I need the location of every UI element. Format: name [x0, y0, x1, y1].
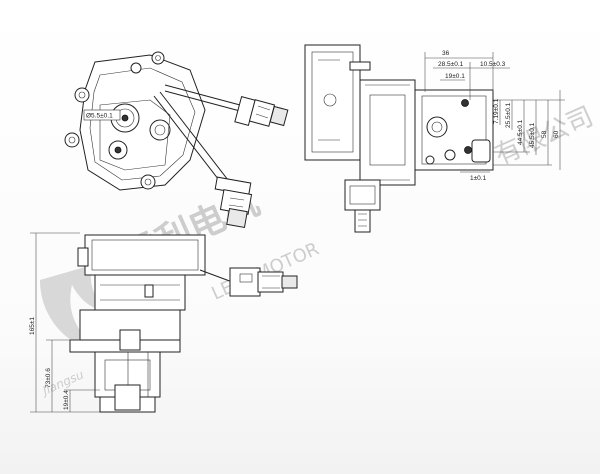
- dim-right-h1: 7.19±0.1: [493, 98, 500, 124]
- top-view: Ø5.5±0.1: [64, 51, 289, 229]
- dim-right-h2: 25.5±0.1: [505, 102, 512, 128]
- dim-side-total: 165±1: [29, 317, 36, 335]
- top-view-dia-label: Ø5.5±0.1: [86, 113, 113, 120]
- dim-right-w3: 19±0.1: [445, 73, 465, 80]
- right-view: 36 28.5±0.1 10.5±0.3 19±0.1 7.19±0.1 25.…: [304, 44, 565, 233]
- dim-side-low: 19±0.4: [63, 390, 70, 410]
- side-view: 165±1 73±0.6 19±0.4: [29, 232, 298, 413]
- dim-right-width: 36: [442, 50, 450, 57]
- dim-side-mid: 73±0.6: [45, 368, 52, 388]
- dim-right-h4: 45.5±0.1: [529, 122, 536, 148]
- dim-right-h5: 58: [541, 130, 548, 138]
- dim-right-w1: 28.5±0.1: [438, 61, 464, 68]
- dim-right-w2: 10.5±0.3: [480, 61, 506, 68]
- watermark-logo: [40, 265, 110, 355]
- dim-right-h3: 44.5±0.1: [517, 119, 524, 145]
- dim-right-bottom: 1±0.1: [470, 175, 487, 182]
- dim-right-h6: 60: [553, 130, 560, 138]
